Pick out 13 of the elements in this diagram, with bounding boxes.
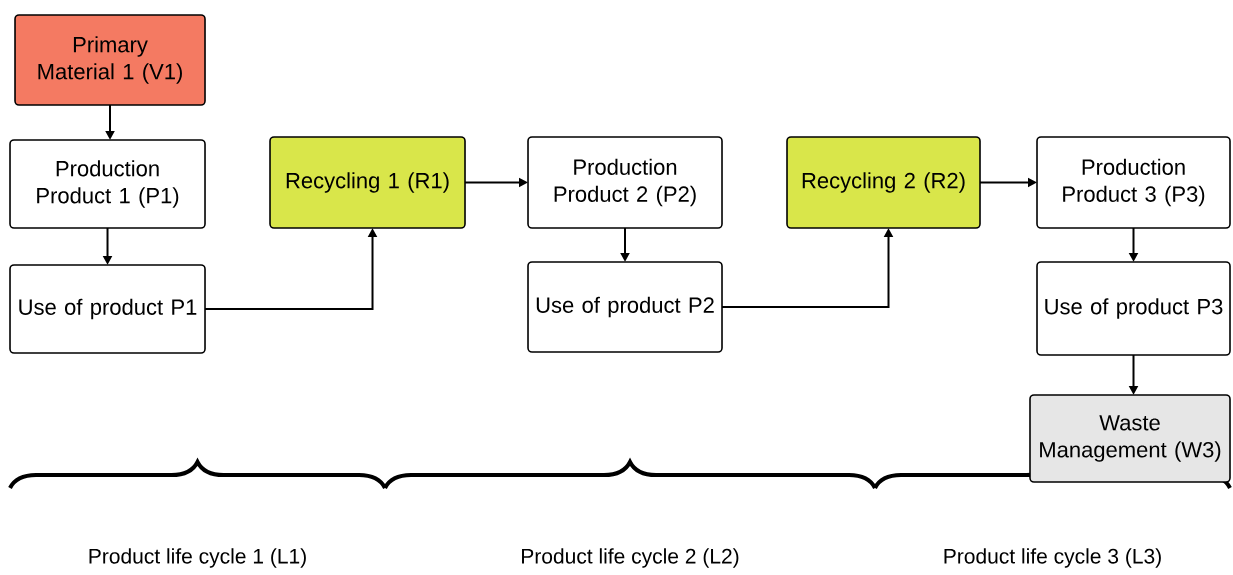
process-box: Production Product 3 (P3) [1036,136,1231,229]
process-box: Production Product 1 (P1) [9,139,206,229]
process-box: Use of product P1 [9,264,206,354]
recycling-box: Recycling 2 (R2) [786,136,981,229]
recycling-box: Recycling 1 (R1) [269,136,466,229]
cycle-label: Product life cycle 1 (L1) [89,548,306,568]
process-box: Production Product 2 (P2) [527,136,723,229]
process-box: Use of product P2 [527,261,723,353]
cycle-label: Product life cycle 2 (L2) [522,548,739,568]
cycle-label: Product life cycle 3 (L3) [944,548,1161,568]
process-box: Use of product P3 [1036,261,1231,356]
material-box: Primary Material 1 (V1) [14,14,206,106]
waste-box: Waste Management (W3) [1029,394,1231,483]
